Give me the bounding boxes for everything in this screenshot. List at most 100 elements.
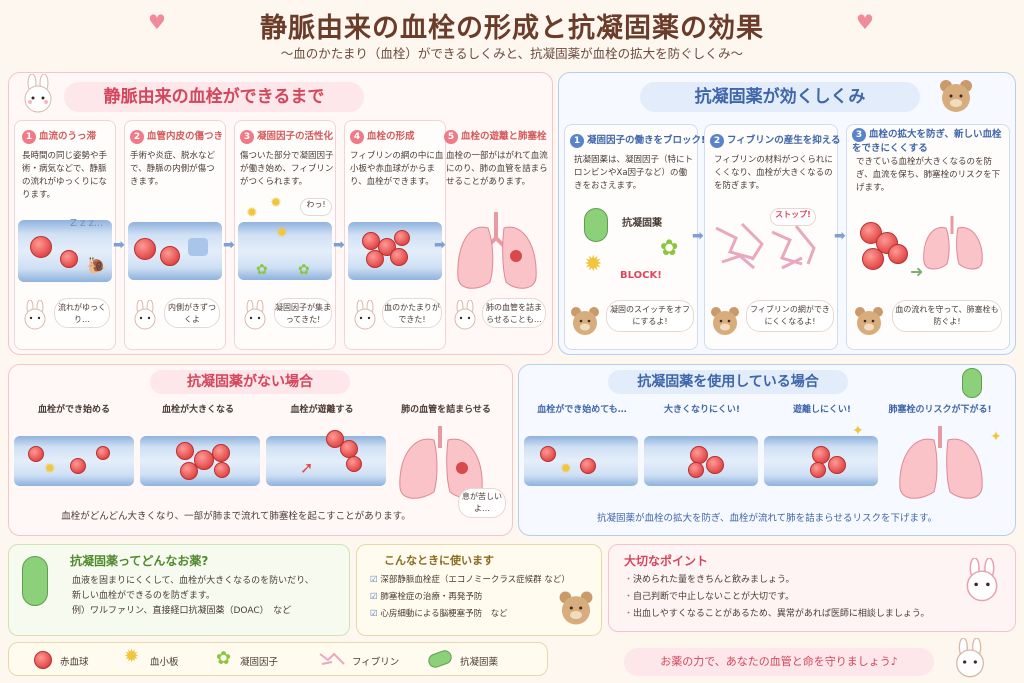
red-blood-cell [214, 462, 230, 478]
red-blood-cell [346, 456, 362, 472]
legend-label: 血小板 [150, 657, 179, 668]
about-title: 抗凝固薬ってどんなお薬? [70, 554, 209, 568]
speech-bubble: 凝固のスイッチをオフにするよ! [606, 300, 694, 332]
red-blood-cell [212, 444, 230, 462]
heart-icon: ♥ [856, 10, 874, 34]
footer-message: お薬の力で、あなたの血管と命を守りましょう♪ [624, 648, 934, 676]
clotting-factor-icon: ✿ [660, 236, 679, 261]
red-blood-cell [394, 230, 410, 246]
red-blood-cell [70, 458, 86, 474]
step-text: 傷ついた部分で凝固因子が働き始め、フィブリンがつくられます。 [240, 151, 334, 187]
arrow-right-icon: ➡ [333, 237, 345, 253]
about-box [8, 544, 350, 636]
blood-vessel [238, 222, 332, 280]
doctor-bear-icon [940, 80, 972, 112]
step-text: 手術や炎症、脱水などで、静脈の内側が傷つきます。 [130, 151, 216, 187]
usage-list: ☑ 深部静脈血栓症（エコノミークラス症候群 など） ☑ 肺塞栓症の治療・再発予防… [370, 572, 570, 623]
legend-label: フィブリン [352, 657, 400, 668]
speech-bubble: 肺の血管を詰まらせることも… [482, 298, 546, 328]
clotting-factor-icon: ✿ [298, 262, 310, 278]
step-text: フィブリンの材料がつくられにくくなり、血栓が大きくなるのを防ぎます。 [714, 155, 833, 191]
platelet-icon: ✹ [584, 252, 603, 277]
anticoagulant-drug-icon [962, 368, 982, 398]
stage-label: 血栓が遊離する [290, 405, 354, 415]
red-blood-cell [176, 442, 194, 460]
arrow-right-icon: ➡ [692, 228, 704, 244]
red-blood-cell [812, 446, 830, 464]
speech-bubble: フィブリンの網ができにくくなるよ! [746, 300, 834, 332]
blood-vessel [266, 436, 386, 486]
usage-title: こんなときに使います [384, 554, 494, 567]
block-label: BLOCK! [620, 270, 662, 281]
arrow-right-icon: ➡ [834, 228, 846, 244]
speech-bubble: 流れがゆっくり… [54, 298, 110, 328]
platelet-icon: ✹ [246, 205, 258, 221]
stage-label: 大きくなりにくい! [664, 405, 740, 415]
speech-bubble: 息が苦しいよ… [458, 488, 506, 518]
lungs-icon [923, 216, 983, 270]
points-title: 大切なポイント [624, 554, 709, 568]
fibrin-icon [319, 652, 345, 665]
bunny-icon [454, 300, 476, 330]
step-text: フィブリンの網の中に血小板や赤血球がからまり、血栓ができます。 [350, 151, 444, 187]
list-item: ・出血しやすくなることがあるため、異常があれば医師に相談しましょう。 [624, 609, 930, 619]
speech-bubble: 血の流れを守って、肺塞栓も防ぐよ! [892, 300, 1002, 332]
arrow-up-icon: ➚ [300, 458, 314, 477]
sparkle-icon: ✦ [990, 429, 1002, 445]
lungs-icon [899, 426, 983, 499]
red-blood-cell [888, 244, 908, 264]
lungs-icon [457, 212, 537, 289]
red-blood-cell [580, 458, 596, 474]
step-text: できている血栓が大きくなるのを防ぎ、血流を保ち、肺塞栓のリスクを下げます。 [856, 157, 1001, 193]
step-text: 血栓の一部がはがれて血流にのり、肺の血管を詰まらせることがあります。 [446, 151, 548, 187]
red-blood-cell [828, 456, 846, 474]
stage-label: 血栓が大きくなる [161, 405, 234, 415]
bunny-icon [24, 74, 52, 113]
red-blood-cell [706, 456, 724, 474]
list-item: ・決められた量をきちんと飲みましょう。 [624, 575, 795, 585]
bunny-icon [244, 300, 266, 330]
bunny-icon [354, 300, 376, 330]
list-item: ☑ 心房細動による脳梗塞予防 など [370, 609, 508, 619]
speech-bubble: 凝固因子が集まってきた! [274, 298, 332, 328]
platelet-icon: ✹ [270, 195, 282, 211]
speech-bubble: わっ! [300, 198, 332, 216]
red-blood-cell [690, 446, 708, 464]
stage-label: 肺塞栓のリスクが下がる! [888, 405, 992, 415]
stage-label: 肺の血管を詰まらせる [401, 405, 491, 415]
red-blood-cell [326, 430, 344, 448]
step-text: 長時間の同じ姿勢や手術・病気などで、静脈の流れがゆっくりになります。 [22, 151, 108, 200]
stage-label: 血栓ができ始める [37, 405, 110, 415]
red-blood-cell [688, 462, 704, 478]
arrow-right-icon: ➡ [434, 237, 446, 253]
red-blood-cell [60, 250, 78, 268]
points-list: ・決められた量をきちんと飲みましょう。 ・自己判断で中止しないことが大切です。 … [624, 572, 929, 623]
snail-icon: 🐌 [86, 256, 106, 275]
red-blood-cell [810, 462, 826, 478]
stage-label: 遊離しにくい! [793, 405, 851, 415]
list-item: ☑ 肺塞栓症の治療・再発予防 [370, 592, 483, 602]
platelet-icon: ✹ [124, 646, 140, 667]
bunny-icon [24, 300, 46, 330]
zzz-text: Z z z... [70, 218, 104, 229]
heart-icon: ♥ [148, 10, 166, 34]
endothelial-cell [188, 238, 208, 256]
bunny-icon [134, 300, 156, 330]
doctor-bear-icon [559, 591, 593, 625]
legend-label: 凝固因子 [240, 657, 279, 668]
page-title: 静脈由来の血栓の形成と抗凝固薬の効果 [260, 13, 764, 44]
arrow-right-icon: ➡ [223, 237, 235, 253]
about-text: 血液を固まりにくくして、血栓が大きくなるのを防いだり、新しい血栓ができるのを防ぎ… [72, 576, 314, 616]
points-box [608, 544, 1016, 632]
without-heading: 抗凝固薬がない場合 [150, 370, 350, 394]
page-subtitle: 〜血のかたまり（血栓）ができるしくみと、抗凝固薬が血栓の拡大を防ぐしくみ〜 [280, 46, 744, 61]
doctor-bear-icon [711, 307, 739, 335]
arrow-curve-icon: ➜ [910, 262, 924, 281]
red-blood-cell [30, 236, 52, 258]
